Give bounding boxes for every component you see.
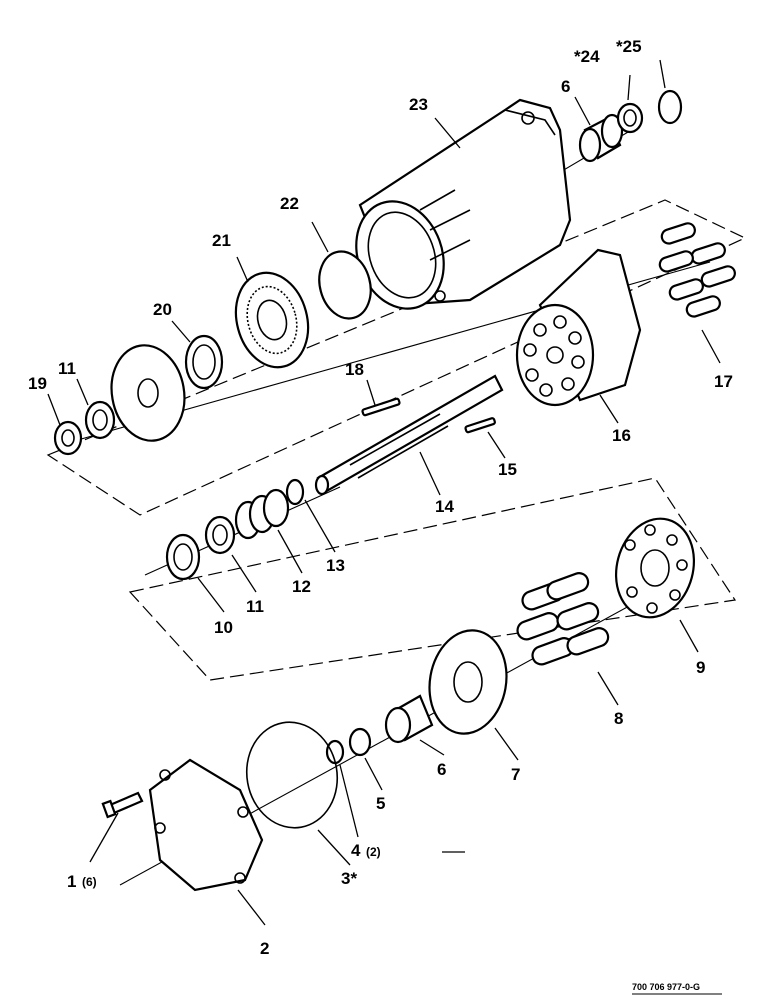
ring-part-11-upper	[84, 400, 116, 440]
ring-part-5	[348, 727, 372, 757]
retainer-plate-part-7	[428, 629, 508, 735]
callout-17: 17	[714, 372, 733, 391]
callout-21: 21	[212, 231, 231, 250]
leader-lines	[47, 59, 721, 926]
callout-9: 9	[696, 658, 705, 677]
callout-2: 2	[260, 939, 269, 958]
callout-11-upper: 11	[58, 359, 76, 378]
spring-part-12	[234, 488, 290, 540]
swash-plate	[110, 344, 186, 442]
callout-4: 4	[351, 841, 361, 860]
callout-23: 23	[409, 95, 428, 114]
callout-24: *24	[574, 47, 600, 66]
bolt-part-1	[101, 791, 144, 819]
callout-3: 3*	[341, 869, 357, 888]
callout-1-quantity: (6)	[82, 875, 97, 889]
snap-ring-part-13	[285, 478, 305, 506]
key-part-18	[361, 397, 401, 417]
thrust-bearing-part-21	[234, 271, 310, 369]
cylinder-block-part-16	[515, 248, 642, 407]
callout-7: 7	[511, 765, 520, 784]
bearing-cup-part-20	[184, 334, 224, 390]
ring-part-11-lower	[204, 515, 236, 555]
seal-part-10	[165, 533, 201, 581]
callout-18: 18	[345, 360, 364, 379]
callout-4-quantity: (2)	[366, 845, 381, 859]
callout-15: 15	[498, 460, 517, 479]
callout-5: 5	[376, 794, 385, 813]
retaining-ring-part-25	[657, 89, 683, 125]
callout-25: *25	[616, 37, 642, 56]
shaft-part-14	[314, 374, 504, 496]
callout-22: 22	[280, 194, 299, 213]
callout-12: 12	[292, 577, 311, 596]
o-ring-part-3	[245, 721, 339, 829]
housing-part-23	[355, 98, 572, 310]
callout-14: 14	[435, 497, 454, 516]
seal-part-24	[616, 102, 644, 134]
valve-plate-part-9	[614, 517, 696, 619]
end-cover-part-2	[148, 758, 264, 892]
callout-13: 13	[326, 556, 345, 575]
callout-16: 16	[612, 426, 631, 445]
bearing-part-6-lower	[384, 694, 434, 744]
middle-group-outline	[128, 477, 737, 681]
callout-6-lower: 6	[437, 760, 446, 779]
drawing-number: 700 706 977-0-G	[632, 982, 700, 992]
callout-20: 20	[153, 300, 172, 319]
callout-1: 1	[67, 872, 76, 891]
pistons-part-17	[658, 222, 736, 318]
shim-part-22	[318, 250, 372, 320]
callout-8: 8	[614, 709, 623, 728]
bearing-part-6-upper	[578, 113, 624, 163]
callout-11-lower: 11	[246, 597, 264, 616]
callout-6-upper: 6	[561, 77, 570, 96]
callout-10: 10	[214, 618, 233, 637]
seal-part-19	[53, 420, 83, 456]
pistons-part-8	[516, 572, 610, 666]
callout-19: 19	[28, 374, 47, 393]
key-part-15	[464, 417, 496, 434]
